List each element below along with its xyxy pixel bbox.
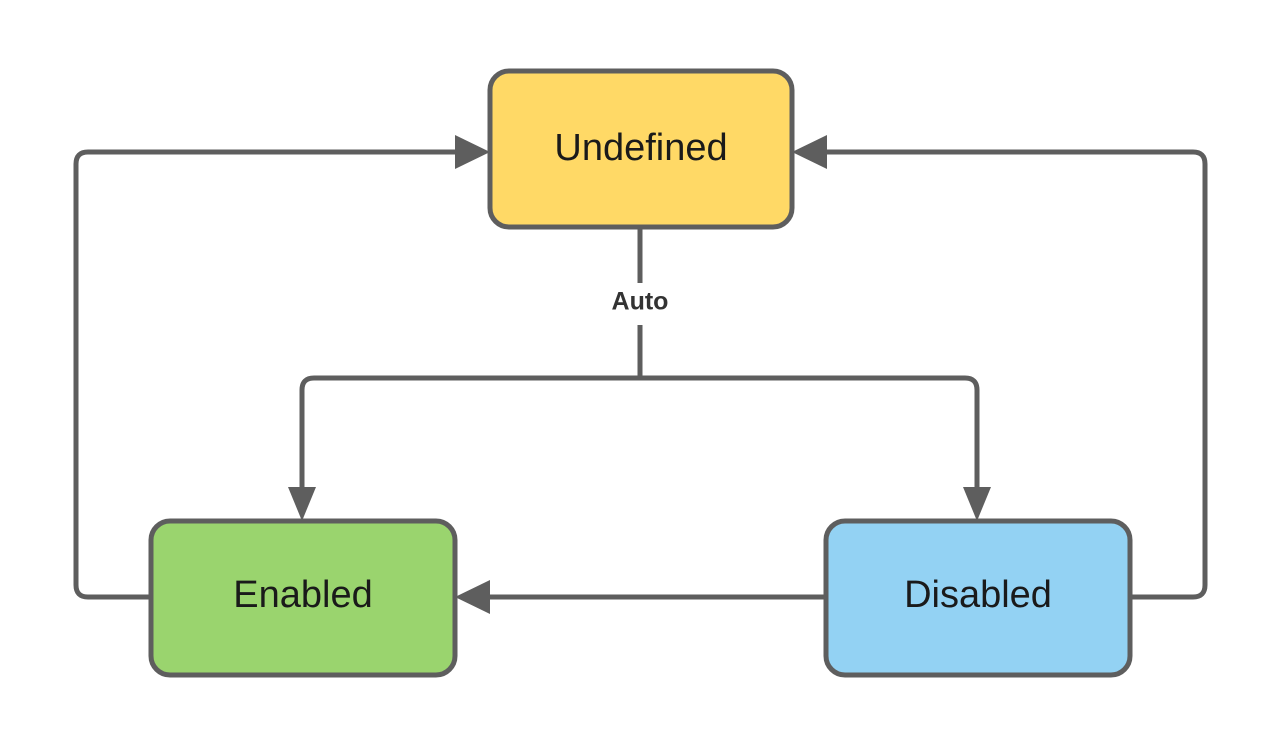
state-label-disabled: Disabled bbox=[904, 574, 1052, 616]
state-box-undefined[interactable] bbox=[487, 68, 795, 230]
state-box-enabled[interactable] bbox=[148, 518, 458, 678]
auto-branch-right bbox=[640, 375, 980, 492]
auto-branch-left bbox=[299, 375, 640, 492]
state-node-enabled[interactable]: Enabled bbox=[148, 518, 458, 678]
state-node-disabled[interactable]: Disabled bbox=[823, 518, 1133, 678]
edge-disabled-undefined bbox=[792, 135, 1208, 600]
disabled-undefined-path bbox=[822, 149, 1208, 600]
arrowhead-to-enabled-side bbox=[455, 580, 490, 614]
arrowhead-disabled-to-undefined bbox=[792, 135, 827, 169]
edge-enabled-undefined bbox=[73, 135, 490, 600]
state-box-disabled[interactable] bbox=[823, 518, 1133, 678]
arrowhead-to-disabled bbox=[963, 487, 991, 521]
state-label-undefined: Undefined bbox=[554, 127, 727, 169]
arrowhead-to-enabled bbox=[288, 487, 316, 521]
enabled-undefined-path bbox=[73, 149, 460, 600]
edge-auto-split: Auto bbox=[288, 227, 991, 521]
arrowhead-enabled-to-undefined bbox=[455, 135, 490, 169]
state-node-undefined[interactable]: Undefined bbox=[487, 68, 795, 230]
state-label-enabled: Enabled bbox=[233, 574, 372, 616]
edge-label-auto: Auto bbox=[612, 288, 669, 316]
